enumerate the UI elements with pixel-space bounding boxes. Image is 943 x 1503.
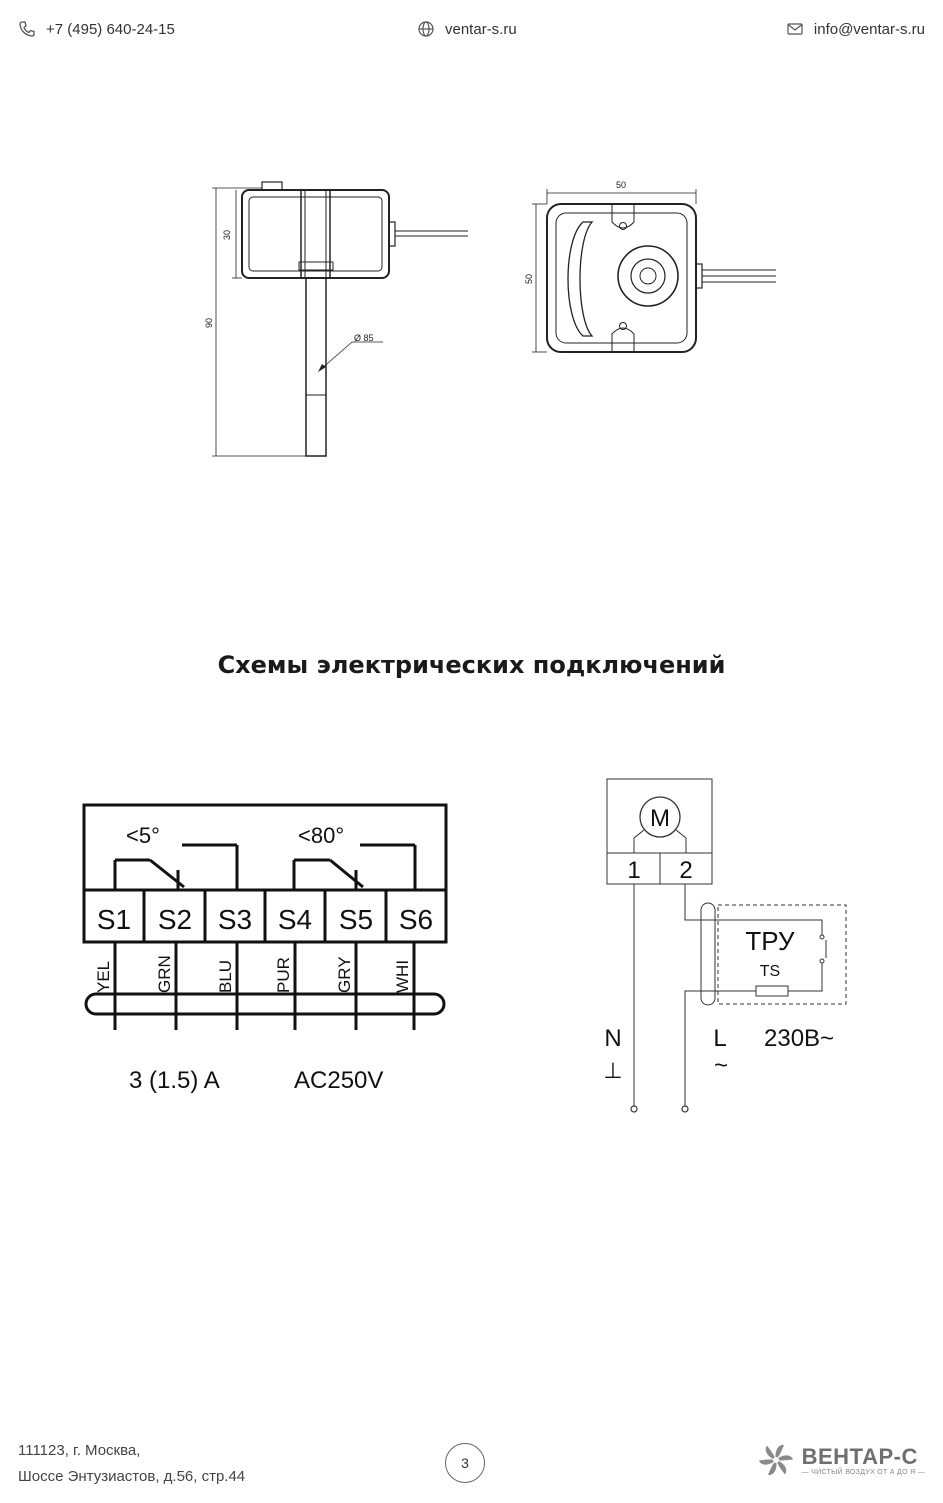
motor-terminal-1: 1	[627, 857, 640, 884]
phone-number: +7 (495) 640-24-15	[46, 20, 175, 38]
mail-icon	[787, 23, 803, 35]
motor-terminal-2: 2	[679, 857, 692, 884]
wire-yel: YEL	[94, 961, 113, 993]
page-number: 3	[445, 1443, 485, 1483]
wire-blu: BLU	[216, 960, 235, 993]
terminal-s3: S3	[218, 904, 252, 935]
motor-schematic-lines	[606, 778, 847, 1113]
dim-30-label: 30	[222, 230, 232, 240]
terminal-s4: S4	[278, 904, 312, 935]
address-line-2: Шоссе Энтузиастов, д.56, стр.44	[18, 1468, 246, 1485]
wire-whi: WHI	[393, 960, 412, 993]
dim-height-50-label: 50	[524, 274, 534, 284]
globe-icon	[418, 21, 434, 37]
header-website[interactable]: ventar-s.ru	[417, 18, 517, 40]
terminal-s6: S6	[399, 904, 433, 935]
header-email[interactable]: info@ventar-s.ru	[786, 18, 925, 40]
email-address: info@ventar-s.ru	[813, 20, 925, 38]
line-symbol: ~	[714, 1052, 728, 1079]
fan-logo-icon	[758, 1444, 793, 1476]
phone-icon	[19, 21, 35, 37]
footer-address: 111123, г. Москва, Шоссе Энтузиастов, д.…	[18, 1438, 245, 1490]
logo-name: ВЕНТАР-С	[801, 1443, 918, 1469]
header-phone[interactable]: +7 (495) 640-24-15	[18, 18, 175, 40]
wire-pur: PUR	[274, 957, 293, 993]
neutral-symbol: ⊥	[603, 1058, 622, 1083]
contact-2-label: <80°	[298, 823, 344, 848]
address-line-1: 111123, г. Москва,	[18, 1442, 141, 1459]
protection-label: ТРУ	[745, 926, 795, 956]
line-label: L	[713, 1025, 726, 1052]
current-rating: 3 (1.5) A	[129, 1067, 220, 1094]
terminal-s5: S5	[339, 904, 373, 935]
logo-slogan: — ЧИСТЫЙ ВОЗДУХ ОТ А ДО Я —	[801, 1468, 925, 1476]
terminal-s1: S1	[97, 904, 131, 935]
website-url: ventar-s.ru	[445, 20, 517, 38]
company-logo[interactable]: ВЕНТАР-С — ЧИСТЫЙ ВОЗДУХ ОТ А ДО Я —	[756, 1440, 925, 1480]
contact-1-label: <5°	[126, 823, 160, 848]
wire-gry: GRY	[335, 956, 354, 993]
sensor-label: TS	[760, 963, 780, 980]
neutral-label: N	[604, 1025, 621, 1052]
top-view-drawing	[532, 189, 776, 353]
section-title: Схемы электрических подключений	[217, 651, 726, 679]
dim-diameter-label: Ø 85	[354, 333, 374, 343]
dim-90-label: 90	[204, 318, 214, 328]
terminal-diagram-lines	[82, 803, 448, 1030]
side-view-drawing	[212, 181, 468, 457]
voltage-rating: AC250V	[294, 1067, 383, 1094]
supply-voltage: 230В~	[764, 1025, 834, 1052]
terminal-s2: S2	[158, 904, 192, 935]
wire-grn: GRN	[155, 955, 174, 993]
dim-width-50-label: 50	[616, 180, 626, 190]
motor-label: M	[650, 805, 670, 832]
